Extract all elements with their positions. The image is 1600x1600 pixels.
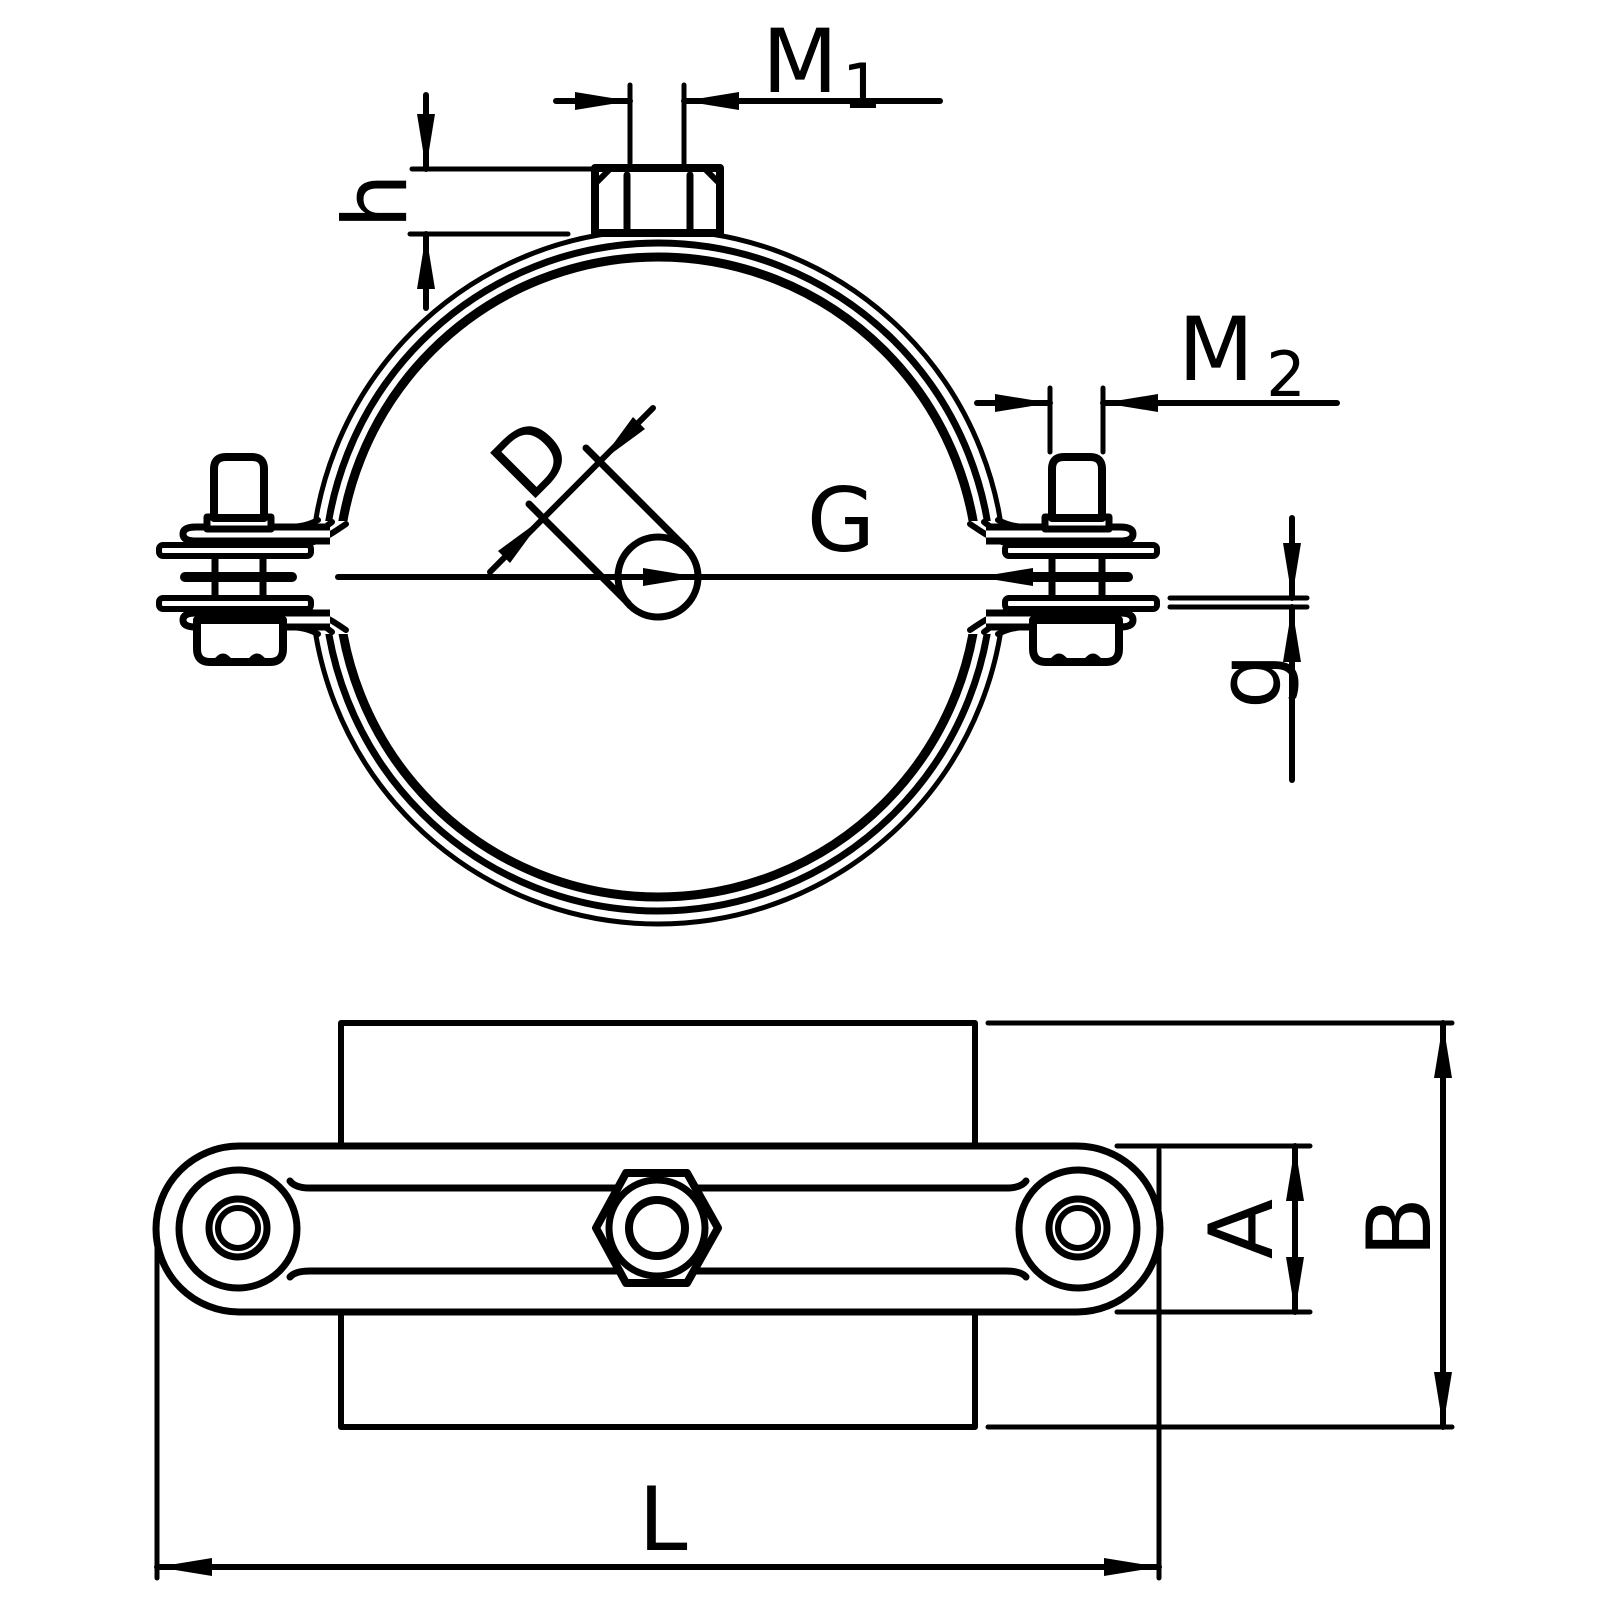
front-view: G D M 1 (124, 10, 1340, 927)
a-arrow-icon (1286, 1257, 1304, 1312)
m1-arrow-icon (684, 92, 739, 110)
g-arrow-left-icon (978, 568, 1033, 586)
strap-holes (205, 1195, 1111, 1261)
dimension-h: h (324, 92, 595, 311)
center-bore: D (471, 398, 702, 621)
l-arrow-icon (157, 1558, 212, 1576)
dimension-M1: M 1 (553, 10, 943, 166)
b-arrow-icon (1434, 1372, 1452, 1427)
right-ear-assembly (967, 453, 1160, 666)
g-thickness-arrow-icon (1283, 607, 1301, 662)
label-h: h (324, 173, 427, 229)
label-M2: M (1178, 298, 1254, 401)
left-ear-nut (193, 616, 287, 666)
h-arrow-icon (417, 234, 435, 289)
label-L: L (638, 1468, 687, 1571)
side-view: A B L (152, 1020, 1455, 1581)
right-boss (1015, 1166, 1141, 1292)
label-G: G (807, 469, 875, 572)
dimension-A: A (1114, 1143, 1313, 1315)
label-M1-sub: 1 (842, 50, 881, 123)
right-ear-nut (1029, 616, 1123, 666)
left-lower-washer (156, 595, 314, 612)
weld-nut-body (591, 164, 724, 237)
m2-arrow-icon (995, 394, 1050, 412)
right-bolt-head (1048, 453, 1106, 522)
label-A: A (1190, 1199, 1293, 1259)
left-upper-washer (156, 542, 314, 559)
left-boss (175, 1166, 301, 1292)
bore-cylinder-edge (525, 500, 632, 607)
dimension-G: G (335, 469, 1033, 586)
bore-cylinder-edge (582, 444, 690, 552)
right-hole (1045, 1195, 1111, 1261)
hex-nut-outline (592, 1169, 722, 1287)
right-upper-washer (1002, 542, 1160, 559)
dimension-g: g (1167, 515, 1310, 783)
g-arrow-right-icon (643, 568, 698, 586)
b-arrow-icon (1434, 1023, 1452, 1078)
a-arrow-icon (1286, 1146, 1304, 1201)
dimension-B: B (985, 1020, 1455, 1430)
h-arrow-icon (417, 114, 435, 169)
label-g: g (1198, 653, 1301, 709)
center-hex-nut (592, 1169, 722, 1287)
m2-arrow-icon (1103, 394, 1158, 412)
top-weld-nut (591, 164, 724, 237)
label-D: D (471, 398, 592, 519)
d-arrow-icon (498, 518, 543, 563)
g-thickness-arrow-icon (1283, 543, 1301, 598)
left-ear-assembly (156, 453, 349, 666)
left-hole (205, 1195, 271, 1261)
l-arrow-icon (1104, 1558, 1159, 1576)
dimension-L: L (154, 1147, 1162, 1581)
label-M1: M (762, 10, 838, 113)
label-B: B (1348, 1197, 1451, 1257)
left-bolt-head (210, 453, 268, 522)
m1-arrow-icon (575, 92, 630, 110)
d-arrow-icon (600, 417, 645, 462)
right-lower-washer (1002, 595, 1160, 612)
dimension-M2: M 2 (974, 298, 1340, 455)
label-M2-sub: 2 (1266, 338, 1305, 411)
bore-circle (614, 533, 702, 621)
